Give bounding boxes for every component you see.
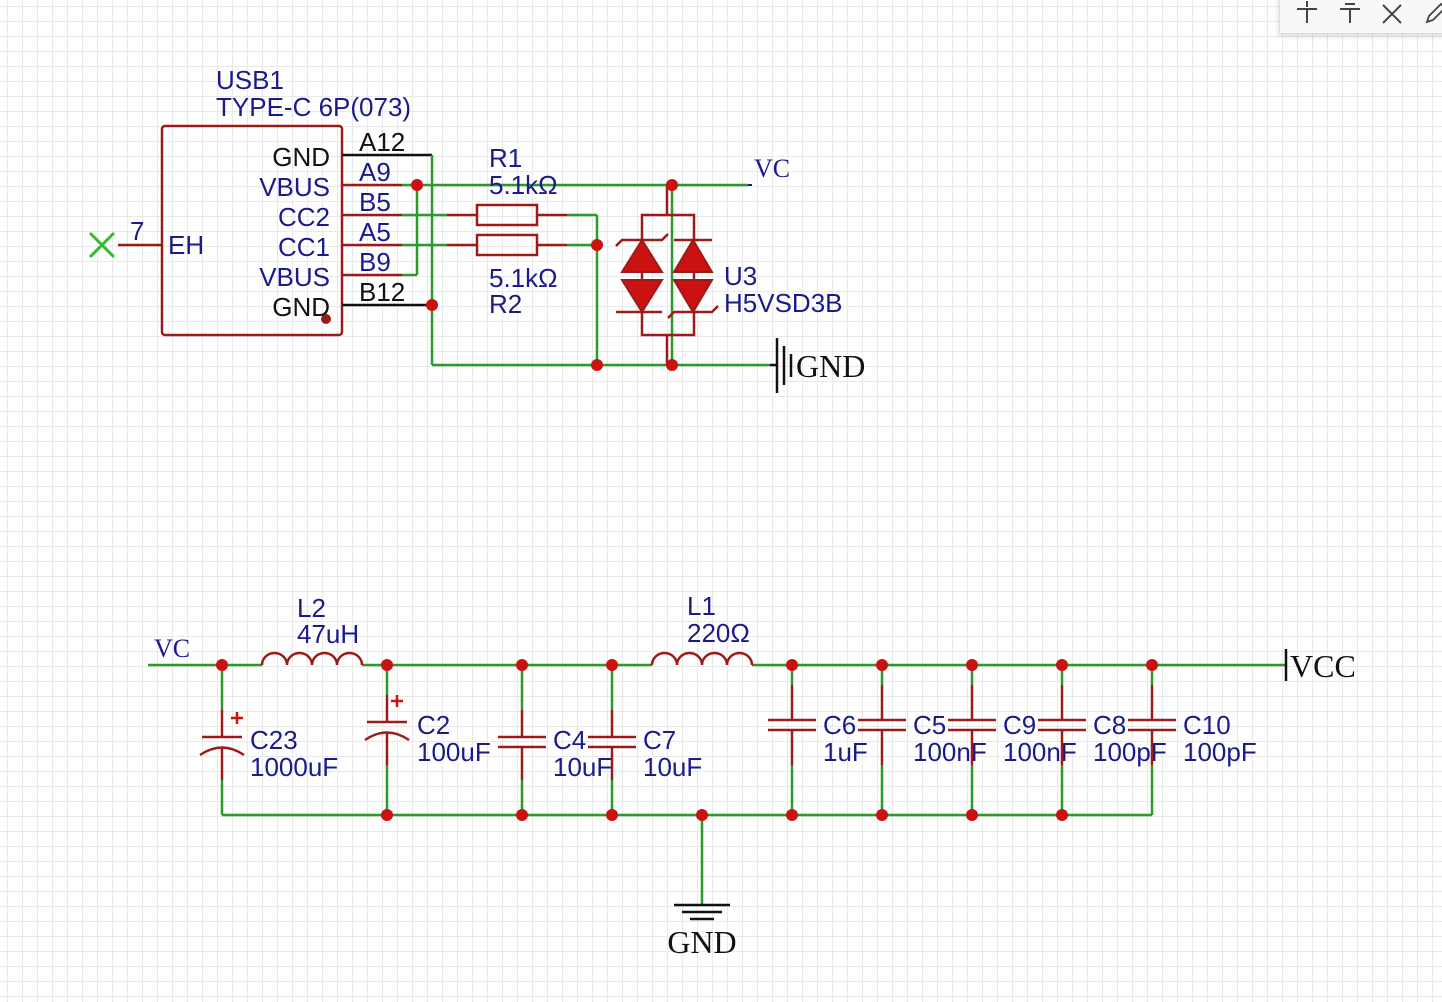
c6-value: 1uF <box>823 737 868 767</box>
l1-value: 220Ω <box>687 618 750 648</box>
c2-designator: C2 <box>417 710 450 740</box>
top-wires <box>402 155 770 367</box>
floating-toolbar <box>1279 0 1442 34</box>
capacitor-c9[interactable] <box>948 685 996 765</box>
usb1-pin-name: VBUS <box>259 172 330 202</box>
capacitor-c8[interactable] <box>1038 685 1086 765</box>
usb1-pin-number: B9 <box>359 247 391 277</box>
usb1-pin-name: GND <box>272 292 330 322</box>
u3-designator: U3 <box>724 261 757 291</box>
c5-designator: C5 <box>913 710 946 740</box>
usb1-pin-number: B5 <box>359 187 391 217</box>
l2-value: 47uH <box>297 619 359 649</box>
c4-value: 10uF <box>553 752 612 782</box>
usb1-pin-name: CC2 <box>278 202 330 232</box>
usb1-designator: USB1 <box>216 65 284 95</box>
c23-value: 1000uF <box>250 752 338 782</box>
c9-value: 100nF <box>1003 737 1077 767</box>
usb1-pin-number: A5 <box>359 217 391 247</box>
usb1-pin-number: A12 <box>359 127 405 157</box>
inductor-l1[interactable] <box>650 651 754 666</box>
c23-designator: C23 <box>250 725 298 755</box>
l2-designator: L2 <box>297 593 326 623</box>
capacitor-c10[interactable] <box>1128 685 1176 765</box>
inductor-l2[interactable] <box>260 651 364 666</box>
c8-value: 100pF <box>1093 737 1167 767</box>
capacitor-c5[interactable] <box>858 685 906 765</box>
c10-value: 100pF <box>1183 737 1257 767</box>
net-label-vc-top: VC <box>754 154 790 183</box>
capacitor-c2[interactable] <box>364 695 410 765</box>
c4-designator: C4 <box>553 725 586 755</box>
c9-designator: C9 <box>1003 710 1036 740</box>
net-label-gnd-bottom: GND <box>667 924 736 960</box>
align-top-icon[interactable] <box>1294 0 1321 28</box>
no-connect-icon <box>88 231 116 259</box>
u3-value: H5VSD3B <box>724 288 843 318</box>
usb1-connector[interactable] <box>118 124 432 337</box>
capacitor-c6[interactable] <box>768 685 816 765</box>
tvs-diode-u3[interactable] <box>615 185 719 365</box>
l1-designator: L1 <box>687 591 716 621</box>
c7-designator: C7 <box>643 725 676 755</box>
r2-value: 5.1kΩ <box>489 263 558 293</box>
bottom-junctions <box>216 659 1158 821</box>
usb1-pin-name: VBUS <box>259 262 330 292</box>
resistor-r2[interactable] <box>447 233 567 257</box>
close-icon[interactable] <box>1379 0 1406 28</box>
usb1-pin-number: B12 <box>359 277 405 307</box>
net-label-gnd-top: GND <box>796 348 865 384</box>
c2-value: 100uF <box>417 737 491 767</box>
c8-designator: C8 <box>1093 710 1126 740</box>
gnd-symbol-top <box>770 338 793 393</box>
bottom-wires <box>148 663 1286 905</box>
capacitor-c4[interactable] <box>498 710 546 780</box>
r1-designator: R1 <box>489 143 522 173</box>
usb1-pin-number-eh: 7 <box>130 216 144 246</box>
capacitor-c23[interactable] <box>199 710 245 780</box>
pen-icon[interactable] <box>1422 0 1442 28</box>
usb1-pin-name-eh: EH <box>168 230 204 260</box>
r2-designator: R2 <box>489 289 522 319</box>
net-label-vcc: VCC <box>1290 648 1356 684</box>
capacitor-c7[interactable] <box>588 710 636 780</box>
usb1-pin-number: A9 <box>359 157 391 187</box>
top-junctions <box>411 179 678 371</box>
gnd-symbol-bottom <box>674 903 730 921</box>
c7-value: 10uF <box>643 752 702 782</box>
c5-value: 100nF <box>913 737 987 767</box>
r1-value: 5.1kΩ <box>489 170 558 200</box>
usb1-value: TYPE-C 6P(073) <box>216 92 411 122</box>
c10-designator: C10 <box>1183 710 1231 740</box>
resistor-r1[interactable] <box>447 203 567 227</box>
net-label-vc-bottom: VC <box>154 634 190 663</box>
usb1-pin-name: CC1 <box>278 232 330 262</box>
usb1-pin-name: GND <box>272 142 330 172</box>
align-middle-icon[interactable] <box>1337 0 1364 28</box>
c6-designator: C6 <box>823 710 856 740</box>
